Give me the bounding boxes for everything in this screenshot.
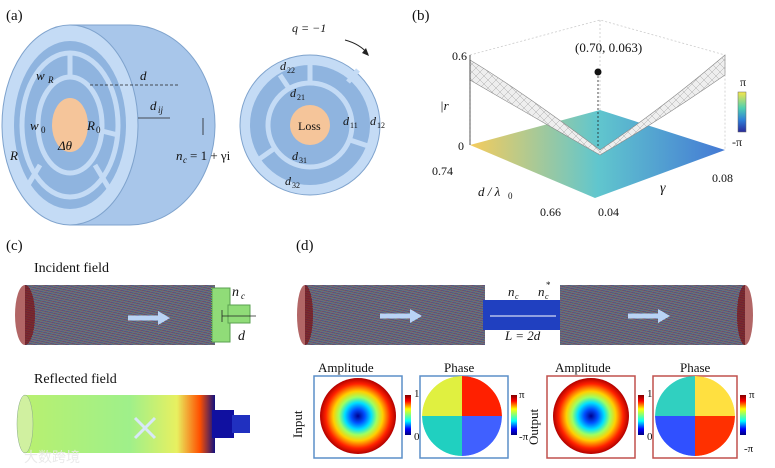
ncstar-sup: *	[546, 280, 551, 290]
nc-label: n	[176, 148, 183, 163]
phase-cb-top-left: π	[519, 389, 525, 401]
domain-label: d	[343, 114, 350, 128]
output-phase-map	[652, 375, 738, 459]
panel-label-d: (d)	[296, 238, 314, 254]
domain-label: d	[290, 86, 297, 100]
phase-title-right: Phase	[680, 360, 711, 375]
panel-label-a: (a)	[6, 8, 23, 24]
x-axis-label: d / λ	[478, 184, 501, 199]
reflected-field-cylinder	[16, 394, 250, 454]
phase-cb-top-right: π	[749, 389, 755, 401]
y-tick-left: 0.04	[598, 205, 619, 219]
R0-sub: 0	[96, 125, 101, 135]
phase-colorbar	[737, 91, 747, 133]
panel-label-b: (b)	[412, 8, 430, 24]
domain-sub: 11	[350, 121, 358, 130]
d-ij-label: d	[150, 98, 157, 113]
nc-sub: c	[183, 155, 187, 165]
amplitude-title-left: Amplitude	[318, 360, 374, 375]
domain-label: d	[292, 149, 299, 163]
incident-field-cylinder	[15, 285, 256, 345]
phase-cb-bottom-right: -π	[744, 443, 754, 455]
L-label: L = 2d	[504, 328, 541, 343]
transmission-waveguide	[297, 285, 753, 345]
domain-label: d	[370, 114, 377, 128]
min-point-label: (0.70, 0.063)	[575, 40, 642, 55]
x-tick-top: 0.74	[432, 164, 453, 178]
input-row-label: Input	[290, 410, 305, 438]
incident-field-title: Incident field	[34, 261, 109, 276]
nc-sub-c: c	[241, 291, 245, 301]
nc-label-d: n	[508, 284, 515, 299]
watermark: 大数跨境	[24, 449, 80, 465]
x-tick-bottom: 0.66	[540, 205, 561, 219]
phase-cb-bottom-left: -π	[519, 431, 529, 443]
z-axis-label: |r	[440, 98, 450, 113]
phase-colorbar-right: π -π	[740, 389, 755, 455]
colorbar-bottom: -π	[732, 135, 742, 149]
z-tick-top: 0.6	[452, 49, 467, 63]
d-label-c: d	[238, 329, 246, 344]
domain-sub: 12	[377, 121, 385, 130]
amplitude-title-right: Amplitude	[555, 360, 611, 375]
output-amplitude-map	[546, 375, 636, 459]
w-R-label: w	[36, 68, 45, 83]
input-phase-map	[419, 375, 509, 459]
domain-label: d	[285, 174, 292, 188]
amp-cb-bottom: 0	[414, 431, 420, 443]
reflected-field-title: Reflected field	[34, 372, 117, 387]
domain-label: d	[280, 59, 287, 73]
w-R-sub: R	[47, 75, 54, 85]
amplitude-colorbar-right: 1 0	[638, 388, 653, 443]
ncstar-sub: c	[545, 292, 549, 301]
delta-theta-label: Δθ	[57, 138, 73, 153]
reflection-surface-plot: (0.70, 0.063) 0.6 0 |r 0.74 0.66 d / λ 0…	[432, 19, 747, 219]
R-label: R	[9, 148, 18, 163]
d-ij-sub: ij	[158, 105, 164, 115]
R0-label: R	[86, 118, 95, 133]
amp-cb-top-right: 1	[647, 388, 653, 400]
q-label: q = −1	[292, 21, 326, 35]
output-row-label: Output	[526, 409, 541, 446]
panel-label-c: (c)	[6, 238, 23, 254]
domain-labels: d 22 d 21 d 11 d 12 d 31 d 32	[280, 59, 385, 190]
domain-sub: 22	[287, 66, 295, 75]
domain-partition-disk: Loss q = −1	[239, 21, 381, 196]
domain-sub: 32	[292, 181, 300, 190]
domain-sub: 21	[297, 93, 305, 102]
d-label: d	[140, 68, 147, 83]
waveguide-3d-model	[1, 24, 216, 226]
panel-a-annotations: w R w 0 R 0 Δθ R d d ij n c = 1 + γi	[9, 68, 231, 165]
nc-sub-d: c	[515, 292, 519, 301]
input-amplitude-map	[313, 375, 403, 459]
phase-colorbar-left: π -π	[511, 389, 529, 443]
w-0-label: w	[30, 118, 39, 133]
amp-cb-top: 1	[414, 388, 420, 400]
x-axis-sub: 0	[508, 191, 513, 201]
z-tick-bottom: 0	[458, 139, 464, 153]
y-tick-right: 0.08	[712, 171, 733, 185]
amplitude-colorbar-left: 1 0	[405, 388, 420, 443]
nc-label-c: n	[232, 285, 239, 300]
ncstar-label: n	[538, 284, 545, 299]
amp-cb-bottom-right: 0	[647, 431, 653, 443]
nc-equation: = 1 + γi	[190, 148, 231, 163]
domain-sub: 31	[299, 156, 307, 165]
y-axis-label: γ	[660, 181, 666, 196]
phase-title-left: Phase	[444, 360, 475, 375]
loss-label: Loss	[298, 119, 321, 133]
w-0-sub: 0	[41, 125, 46, 135]
colorbar-top: π	[740, 75, 746, 89]
